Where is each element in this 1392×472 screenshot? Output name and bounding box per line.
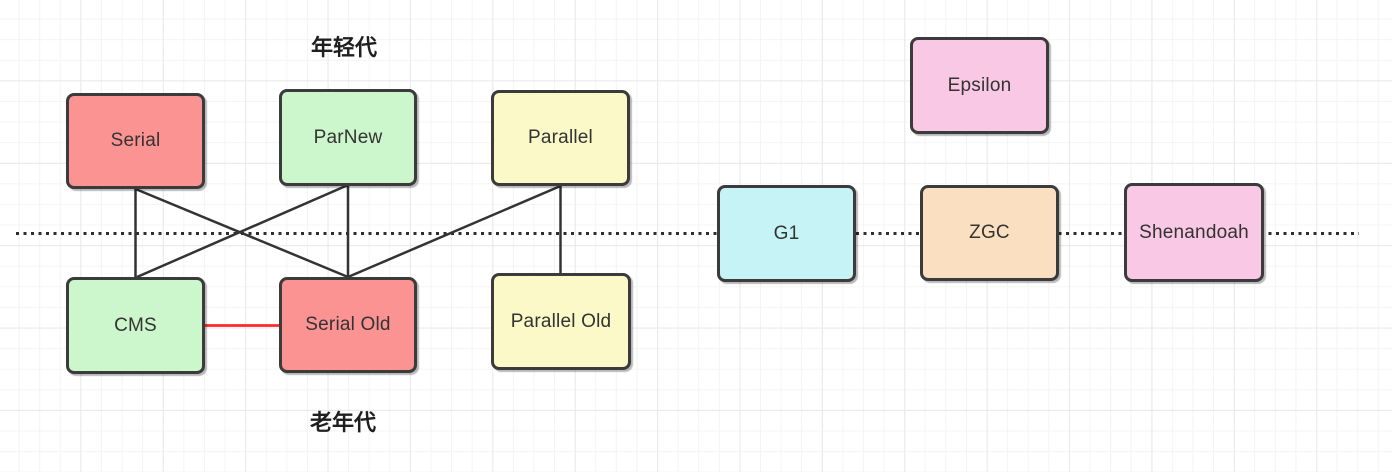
node-zgc[interactable]: ZGC — [920, 185, 1059, 281]
node-serial-old[interactable]: Serial Old — [279, 277, 417, 373]
node-label-serial: Serial — [110, 130, 161, 151]
old-generation-label: 老年代 — [309, 410, 377, 435]
node-g1[interactable]: G1 — [717, 185, 856, 282]
node-label-serial-old: Serial Old — [305, 314, 391, 335]
node-cms[interactable]: CMS — [66, 277, 205, 374]
edge-serial-to-serial-old[interactable] — [135, 187, 349, 279]
node-label-epsilon: Epsilon — [947, 74, 1012, 96]
node-label-g1: G1 — [773, 222, 800, 244]
node-label-parallel: Parallel — [528, 127, 593, 148]
node-label-shenandoah: Shenandoah — [1139, 221, 1249, 243]
node-label-zgc: ZGC — [969, 222, 1010, 243]
node-label-cms: CMS — [114, 314, 157, 336]
node-label-parnew: ParNew — [313, 126, 383, 148]
edge-parnew-to-cms[interactable] — [136, 183, 349, 279]
node-parnew[interactable]: ParNew — [279, 89, 417, 186]
node-parallel[interactable]: Parallel — [491, 90, 630, 186]
node-serial[interactable]: Serial — [66, 93, 205, 189]
node-epsilon[interactable]: Epsilon — [910, 37, 1049, 134]
node-shenandoah[interactable]: Shenandoah — [1124, 183, 1264, 282]
node-label-parallel-old: Parallel Old — [510, 310, 612, 332]
edge-parallel-to-serial-old[interactable] — [347, 184, 561, 279]
young-generation-label: 年轻代 — [310, 35, 378, 60]
node-parallel-old[interactable]: Parallel Old — [491, 273, 631, 370]
